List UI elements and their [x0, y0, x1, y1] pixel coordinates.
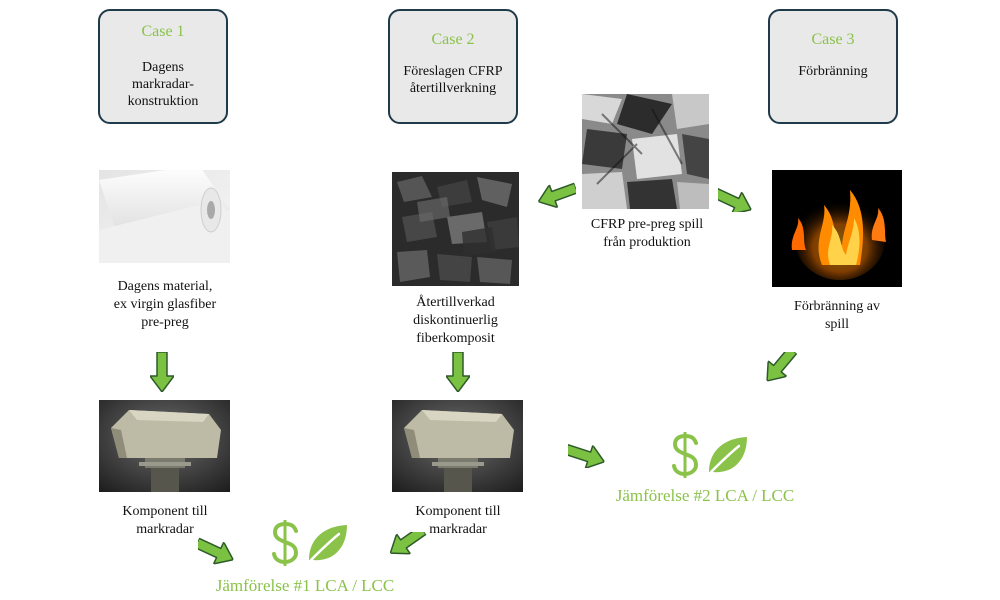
prepreg-waste-image: [582, 94, 709, 209]
arrow-icon: [150, 352, 174, 392]
radar-component-2-image: [392, 400, 523, 492]
leaf-icon: [309, 525, 347, 562]
arrow-icon: [390, 532, 430, 563]
radar-component-1-image: [99, 400, 230, 492]
case-3-box: Case 3 Förbränning: [768, 9, 898, 124]
case-3-description: Förbränning: [798, 64, 868, 79]
dollar-icon: [672, 432, 699, 478]
fire-image: [772, 170, 902, 287]
case-1-description: Dagens markradar- konstruktion: [127, 60, 199, 109]
recycled-material-caption: Återtillverkad diskontinuerlig fiberkomp…: [413, 295, 498, 346]
case-2-box: Case 2 Föreslagen CFRP återtillverkning: [388, 9, 518, 124]
incineration-caption: Förbränning av spill: [794, 299, 880, 332]
arrow-icon: [718, 182, 757, 212]
prepreg-waste-caption: CFRP pre-preg spill från produktion: [590, 217, 704, 250]
case-1-box: Case 1 Dagens markradar- konstruktion: [98, 9, 228, 124]
comparison-1-label: Jämförelse #1 LCA / LCC: [215, 576, 395, 595]
glass-fiber-roll-image: [99, 170, 230, 263]
arrow-icon: [446, 352, 470, 392]
case-3-title: Case 3: [811, 31, 855, 48]
arrow-icon: [198, 532, 239, 566]
current-material-caption: Dagens material, ex virgin glasfiber pre…: [113, 279, 217, 330]
component-2-caption: Komponent till markradar: [415, 504, 501, 537]
recycled-composite-image: [392, 172, 519, 286]
case-2-description: Föreslagen CFRP återtillverkning: [403, 64, 503, 96]
leaf-icon: [709, 437, 747, 474]
comparison-2-label: Jämförelse #2 LCA / LCC: [615, 486, 795, 505]
arrow-icon: [762, 352, 802, 389]
component-1-caption: Komponent till markradar: [122, 504, 208, 537]
case-1-title: Case 1: [141, 23, 185, 40]
arrow-icon: [568, 438, 609, 468]
dollar-icon: [272, 520, 299, 566]
case-2-title: Case 2: [431, 31, 475, 48]
arrow-icon: [534, 180, 576, 212]
